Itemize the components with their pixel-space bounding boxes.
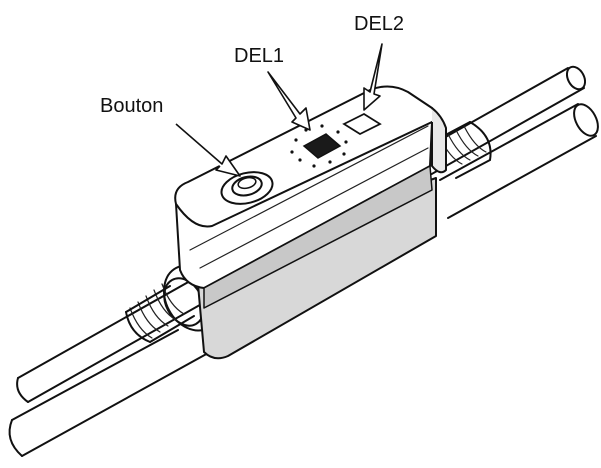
led2-leader-arrow	[363, 43, 383, 111]
led1-leader-arrow	[267, 71, 311, 131]
lower-pipe	[8, 103, 599, 457]
button-label: Bouton	[100, 95, 163, 117]
push-button	[220, 171, 274, 205]
led2-indicator	[342, 112, 382, 136]
button-leader-arrow	[175, 123, 241, 177]
led1-indicator	[290, 124, 348, 168]
led1-label: DEL1	[234, 45, 284, 67]
device-housing	[174, 85, 447, 360]
leader-arrows	[175, 43, 383, 177]
led2-label: DEL2	[354, 13, 404, 35]
